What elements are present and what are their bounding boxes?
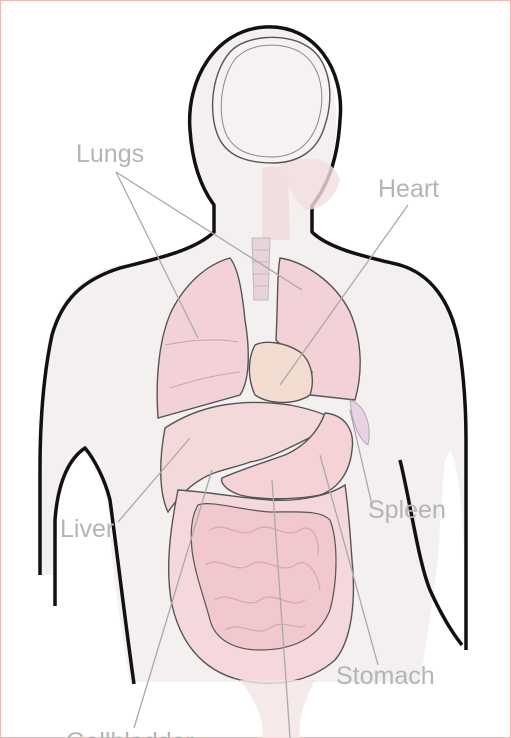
lungs-leader-left	[115, 171, 199, 339]
liver-leader	[117, 437, 191, 523]
heart	[248, 341, 313, 404]
intestine-pointer-line	[271, 479, 291, 738]
label-gallbladder: Gallbladder	[66, 728, 194, 738]
trachea	[251, 237, 271, 301]
left-lung	[156, 257, 249, 419]
small-intestine-coils	[204, 526, 321, 632]
label-spleen: Spleen	[368, 496, 446, 524]
liver	[160, 401, 328, 514]
label-liver: Liver	[60, 515, 114, 543]
label-lungs: Lungs	[76, 140, 144, 168]
throat-shading	[280, 158, 340, 210]
label-stomach: Stomach	[336, 662, 435, 690]
brain	[211, 36, 331, 164]
right-lung	[275, 257, 361, 401]
brain-inner-contour	[220, 44, 323, 158]
body-outline	[38, 25, 468, 685]
gallbladder-leader	[133, 469, 213, 729]
small-intestine	[190, 503, 337, 651]
neck-shading	[262, 166, 290, 240]
lower-torso-shading	[240, 680, 315, 738]
stomach	[220, 412, 354, 500]
trachea-rings	[252, 249, 270, 287]
lung-lobe-lines	[164, 339, 241, 389]
heart-leader	[279, 204, 409, 386]
spleen	[349, 399, 370, 446]
stomach-leader	[319, 454, 379, 666]
label-heart: Heart	[378, 175, 439, 203]
spleen-leader	[349, 409, 373, 506]
lungs-leader-right	[115, 171, 303, 291]
right-arm-inner-edge	[398, 459, 464, 647]
leader-lines	[115, 171, 409, 738]
